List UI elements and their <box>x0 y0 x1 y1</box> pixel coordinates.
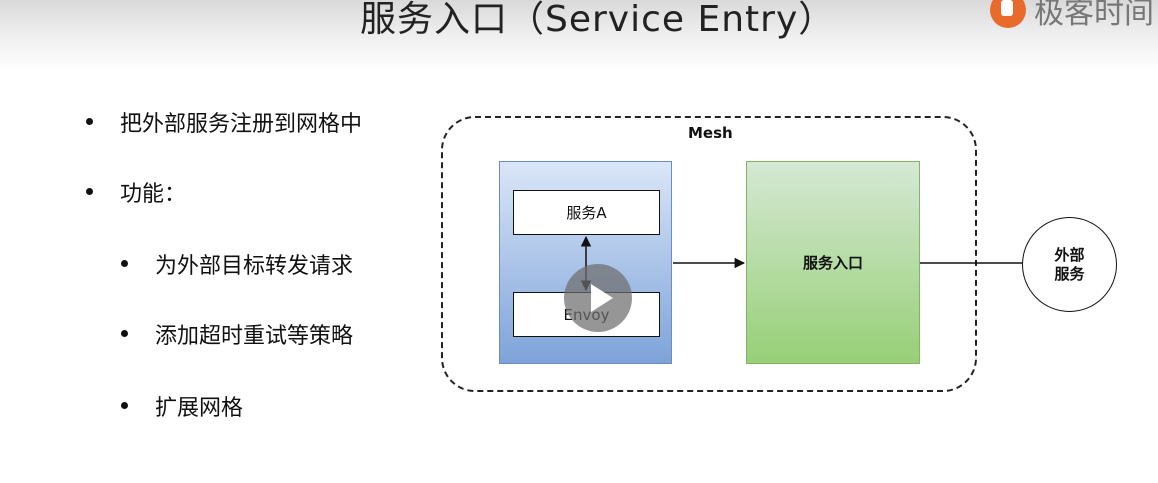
service-a-box: 服务A <box>513 190 660 235</box>
bullet-item: 功能： <box>85 176 186 208</box>
slide-header <box>0 0 1158 70</box>
sub-bullet-item: 为外部目标转发请求 <box>120 248 353 280</box>
brand-logo: 极客时间 <box>990 0 1154 32</box>
slide-title: 服务入口（Service Entry） <box>360 0 836 40</box>
sub-bullet-item: 扩展网格 <box>120 390 243 422</box>
mesh-label: Mesh <box>688 124 733 142</box>
mesh-boundary <box>441 116 977 392</box>
logo-text: 极客时间 <box>1034 0 1154 31</box>
external-service-circle: 外部 服务 <box>1022 217 1117 312</box>
service-entry-box: 服务入口 <box>746 161 920 364</box>
play-icon[interactable] <box>564 264 632 332</box>
bullet-item: 把外部服务注册到网格中 <box>85 106 362 138</box>
sub-bullet-item: 添加超时重试等策略 <box>120 318 353 350</box>
geektime-logo-icon <box>990 0 1026 28</box>
